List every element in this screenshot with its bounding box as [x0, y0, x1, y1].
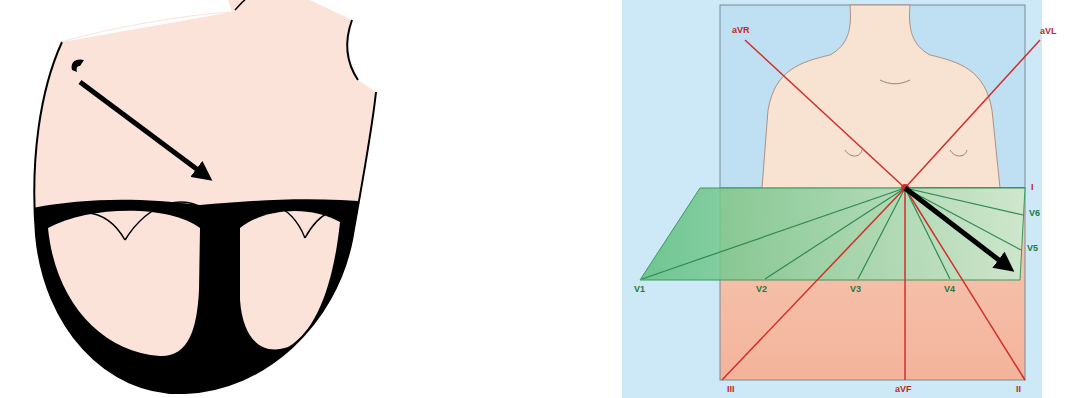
lead-label: aVR [732, 25, 750, 35]
heart-illustration [0, 0, 400, 398]
lead-label: V5 [1027, 243, 1038, 253]
lead-label: I [1031, 182, 1034, 192]
lead-label: V1 [634, 284, 645, 294]
lead-label: III [727, 384, 735, 394]
lead-diagram [622, 0, 1042, 398]
lead-label: V4 [944, 284, 955, 294]
lead-label: V6 [1029, 208, 1040, 218]
lead-label: V2 [756, 284, 767, 294]
lead-label: V3 [850, 284, 861, 294]
lead-label: II [1016, 384, 1021, 394]
lead-label: aVL [1040, 26, 1057, 36]
lead-label: aVF [895, 384, 912, 394]
